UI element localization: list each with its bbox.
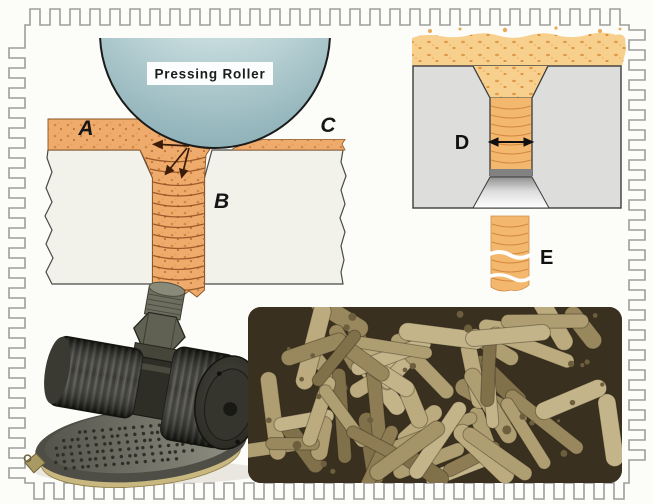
material-crumbs (428, 26, 622, 33)
compressed-layer-c-speckle (233, 139, 345, 150)
wood-pellets-photo (248, 307, 622, 483)
label-d: D (455, 132, 469, 154)
latch-clip (24, 452, 46, 474)
left-roller-end (44, 336, 71, 404)
die-plate-holes (54, 422, 195, 471)
diameter-arrow (487, 137, 535, 147)
stamp-zigzag-border (8, 8, 646, 500)
left-roller-shading (48, 336, 143, 418)
pressing-roller-tag-box (147, 62, 273, 85)
pellet-pile (248, 307, 622, 483)
die-block-right (203, 149, 347, 285)
material-flow-arrows (151, 139, 190, 179)
material-speckle-overlay (48, 119, 210, 298)
cap-top (148, 281, 186, 297)
pellet-break-lines (487, 250, 534, 283)
label-e: E (540, 247, 553, 269)
pressing-roller-label: Pressing Roller (154, 67, 265, 82)
compression-lines (145, 156, 207, 292)
die-hole-detail-diagram: D E (412, 26, 626, 292)
loose-material-speckle (412, 32, 626, 66)
label-a: A (77, 117, 93, 140)
cap-threads (146, 293, 183, 316)
face-screw-1 (216, 371, 222, 376)
roller-shaft-assembly (44, 281, 263, 450)
die-block-left (44, 149, 154, 285)
channel-walls (489, 98, 533, 176)
label-c: C (320, 114, 336, 137)
roller-assembly-photo (23, 281, 265, 488)
label-b: B (214, 190, 229, 213)
latch-ring (23, 454, 32, 463)
exit-relief-cone (472, 176, 550, 209)
pellets-image (248, 307, 622, 483)
right-roller-hub (223, 402, 238, 417)
roller-die-cross-section-diagram: A B C Pressing Roller (44, 38, 347, 299)
funnel-entry-speckle (473, 66, 548, 98)
face-screw-2 (235, 439, 240, 445)
pellet-end-shadow (490, 169, 532, 177)
